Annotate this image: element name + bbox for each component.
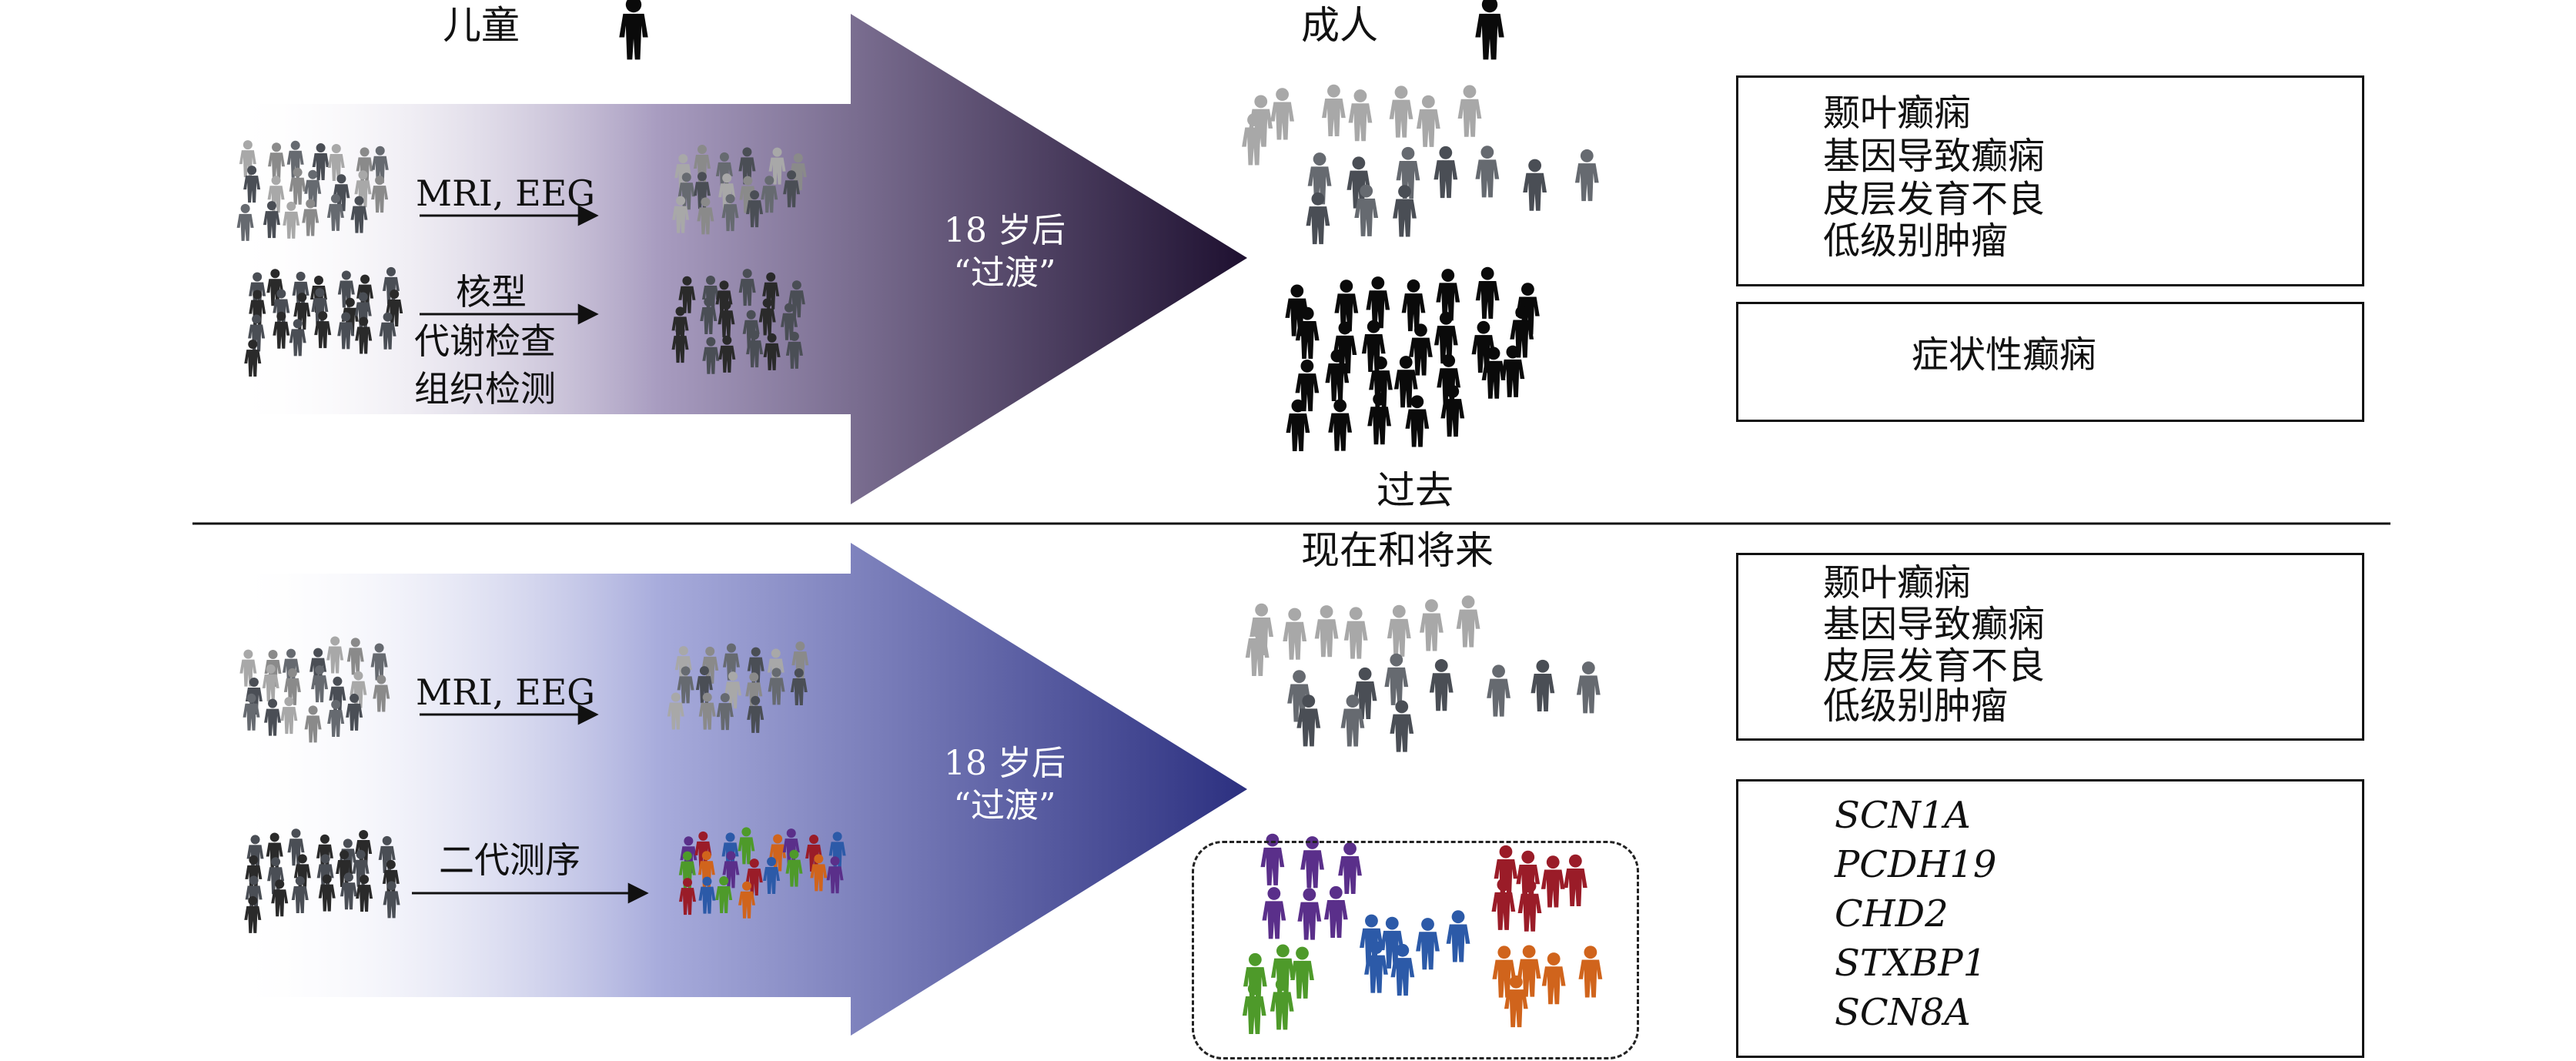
adult-mixed-icon: [1487, 664, 1510, 717]
adult-mixed-icon: [1384, 653, 1409, 705]
transition-arrow-bottom: [231, 543, 1247, 1036]
adult-symptomatic-icon: [1500, 345, 1525, 397]
adult-mixed-icon: [1574, 149, 1599, 202]
legend-gene-scn1a: SCN1A: [1835, 794, 1971, 837]
adult-symptomatic-icon: [1367, 393, 1392, 445]
adult-symptomatic-icon: [1401, 279, 1426, 332]
adult-temporal-icon: [1322, 84, 1346, 136]
adult-temporal-icon: [1387, 604, 1411, 657]
adult-temporal-icon: [1314, 605, 1339, 658]
adult-temporal-icon: [1389, 85, 1413, 138]
legend-item-symptomatic: 症状性癫痫: [1912, 333, 2097, 377]
adult-temporal-icon: [1348, 89, 1373, 142]
adult-icon: [1475, 0, 1504, 60]
path-label-ngs: 二代测序: [439, 839, 580, 881]
adult-temporal-icon: [1420, 599, 1444, 651]
adult-mixed-icon: [1576, 661, 1601, 714]
legend-item-temporal-lobe-2: 颞叶癫痫: [1823, 561, 1972, 604]
legend-box-genes: SCN1A PCDH19 CHD2 STXBP1 SCN8A: [1736, 779, 2364, 1058]
legend-item-genetic: 基因导致癫痫: [1823, 135, 2046, 178]
adult-symptomatic-icon: [1437, 354, 1461, 407]
era-label-present-future: 现在和将来: [1301, 528, 1494, 573]
legend-box-present: 颞叶癫痫 基因导致癫痫 皮层发育不良 低级别肿瘤: [1736, 553, 2364, 741]
arrow-text-top: 18 岁后 “过渡”: [944, 211, 1066, 293]
genetic-subgroups-box: [1192, 841, 1639, 1059]
legend-item-temporal-lobe: 颞叶癫痫: [1823, 92, 1972, 135]
legend-item-low-grade-tumor-2: 低级别肿瘤: [1823, 684, 2009, 728]
path-label-karyotype: 核型: [456, 271, 527, 313]
adult-temporal-icon: [1343, 607, 1368, 659]
adult-mixed-icon: [1434, 146, 1458, 199]
path-label-tissue: 组织检测: [414, 368, 556, 410]
legend-box-symptomatic: 症状性癫痫: [1736, 302, 2364, 422]
child-icon: [619, 0, 648, 60]
adult-temporal-icon: [1270, 88, 1294, 140]
adult-symptomatic-icon: [1475, 266, 1500, 320]
adult-mixed-icon: [1429, 659, 1454, 711]
arrow-text-bottom: 18 岁后 “过渡”: [944, 744, 1066, 825]
adult-symptomatic-icon: [1328, 399, 1353, 451]
legend-item-cortical-dysplasia-2: 皮层发育不良: [1823, 644, 2046, 688]
legend-item-genetic-2: 基因导致癫痫: [1823, 603, 2046, 646]
path-label-metabolic: 代谢检查: [414, 320, 556, 362]
adult-label: 成人: [1301, 3, 1378, 48]
legend-box-past: 颞叶癫痫 基因导致癫痫 皮层发育不良 低级别肿瘤: [1736, 75, 2364, 286]
era-label-past: 过去: [1377, 468, 1454, 513]
child-label: 儿童: [443, 3, 520, 48]
path-label-imaging-top: MRI, EEG: [416, 172, 596, 214]
legend-item-low-grade-tumor: 低级别肿瘤: [1823, 219, 2009, 263]
adult-mixed-icon: [1306, 192, 1330, 245]
adult-temporal-icon: [1416, 95, 1440, 147]
path-label-imaging-bottom: MRI, EEG: [416, 671, 596, 713]
legend-gene-pcdh19: PCDH19: [1835, 843, 1997, 886]
adult-mixed-icon: [1390, 700, 1414, 752]
adult-temporal-icon: [1457, 85, 1482, 137]
legend-gene-stxbp1: STXBP1: [1835, 942, 1987, 985]
adult-temporal-icon: [1456, 595, 1480, 648]
transition-arrow-top: [231, 14, 1247, 504]
adult-mixed-icon: [1531, 659, 1555, 712]
adult-symptomatic-icon: [1366, 276, 1390, 329]
legend-gene-scn8a: SCN8A: [1835, 991, 1971, 1034]
adult-mixed-icon: [1475, 146, 1500, 198]
adult-mixed-icon: [1523, 159, 1547, 211]
adult-symptomatic-icon: [1409, 323, 1433, 376]
adult-temporal-icon: [1283, 607, 1307, 660]
legend-gene-chd2: CHD2: [1835, 892, 1949, 935]
legend-item-cortical-dysplasia: 皮层发育不良: [1823, 178, 2046, 221]
